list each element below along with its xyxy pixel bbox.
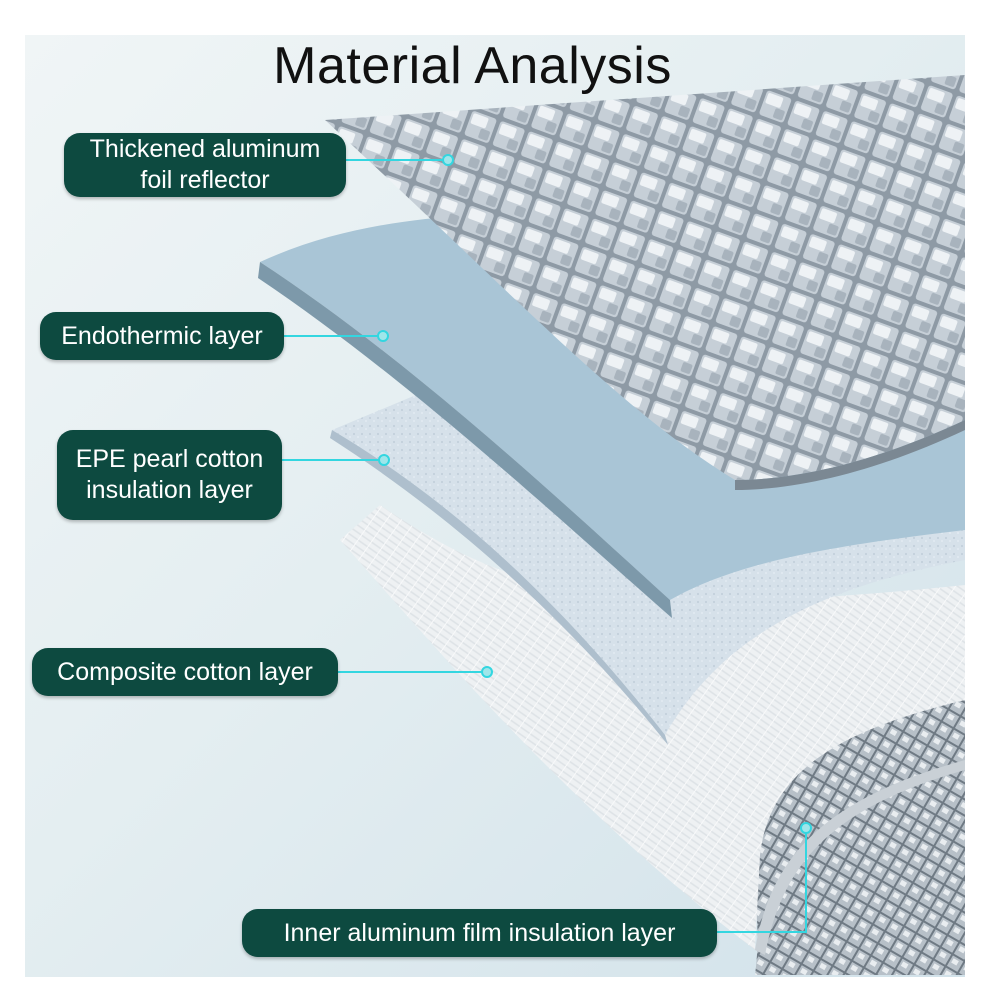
label-epe-pearl-cotton-line2: insulation layer (86, 476, 253, 504)
leader-dot-foil (442, 154, 454, 166)
label-aluminum-foil-reflector: Thickened aluminum foil reflector (64, 133, 346, 197)
endothermic-layer-edge (258, 262, 672, 618)
label-inner-aluminum-film-text: Inner aluminum film insulation layer (283, 918, 676, 947)
composite-cotton-layer (340, 505, 965, 950)
leader-dot-inner-film (800, 822, 812, 834)
leader-dot-epe (378, 454, 390, 466)
leader-dot-composite (481, 666, 493, 678)
label-inner-aluminum-film: Inner aluminum film insulation layer (242, 909, 717, 957)
endothermic-layer (260, 215, 965, 600)
label-epe-pearl-cotton-line1: EPE pearl cotton (75, 445, 264, 473)
label-composite-cotton-layer: Composite cotton layer (32, 648, 338, 696)
label-epe-pearl-cotton: EPE pearl cotton insulation layer (57, 430, 282, 520)
label-composite-cotton-layer-text: Composite cotton layer (57, 657, 313, 686)
label-aluminum-foil-reflector-line1: Thickened aluminum (89, 135, 321, 163)
leader-dot-endothermic (377, 330, 389, 342)
page-title: Material Analysis (273, 37, 672, 95)
label-endothermic-layer: Endothermic layer (40, 312, 284, 360)
aluminum-foil-reflector-edge (735, 420, 965, 490)
label-endothermic-layer-text: Endothermic layer (61, 321, 263, 350)
composite-cotton-edge (755, 760, 965, 955)
leader-lines (280, 154, 812, 933)
label-aluminum-foil-reflector-line2: foil reflector (140, 166, 270, 194)
aluminum-foil-reflector-layer (325, 75, 965, 480)
